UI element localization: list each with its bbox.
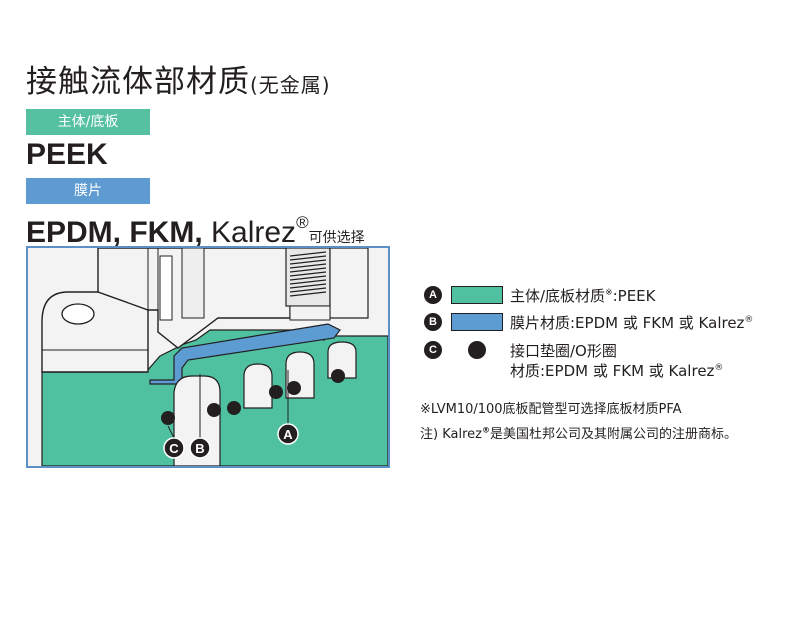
callout-c: C xyxy=(163,437,185,459)
title-paren: (无金属) xyxy=(250,73,331,97)
note-trademark-prefix: 注) Kalrez xyxy=(420,427,482,442)
diaphragm-value-bold: EPDM, FKM, xyxy=(26,216,203,249)
legend-badge-b: B xyxy=(424,313,442,331)
legend-c-line2: 材质:EPDM 或 FKM 或 Kalrez® xyxy=(510,360,723,381)
legend-a-value: :PEEK xyxy=(612,287,656,305)
note-trademark-suffix: 是美国杜邦公司及其附属公司的注册商标。 xyxy=(489,427,737,442)
spring xyxy=(285,248,331,307)
title-main: 接触流体部材质 xyxy=(26,64,250,100)
legend-c-line1: 接口垫圈/O形圈 xyxy=(510,342,617,360)
flow-channels xyxy=(173,341,357,466)
legend-c-label: 材质:EPDM 或 FKM 或 Kalrez xyxy=(510,362,715,380)
valve-cross-section-svg: C B A xyxy=(41,248,388,466)
page-title: 接触流体部材质(无金属) xyxy=(26,56,331,101)
callout-c-label: C xyxy=(169,441,179,456)
body-material-tag: 主体/底板 xyxy=(26,109,150,135)
diaphragm-material-value: EPDM, FKM, Kalrez®可供选择 xyxy=(26,206,365,255)
plunger-guide xyxy=(181,248,205,319)
callout-a: A xyxy=(277,423,299,445)
legend-b-text: 膜片材质:EPDM 或 FKM 或 Kalrez® xyxy=(510,312,753,333)
legend-a-label: 主体/底板材质 xyxy=(510,287,606,305)
housing-bolt-hole xyxy=(61,303,95,325)
callout-a-label: A xyxy=(283,427,293,442)
legend-b-mark: ® xyxy=(744,315,754,325)
callout-b: B xyxy=(189,437,211,459)
seal-rings xyxy=(161,369,345,425)
housing-right xyxy=(329,248,369,319)
legend-b-label: 膜片材质:EPDM 或 FKM 或 Kalrez xyxy=(510,314,745,332)
diaphragm-material-tag: 膜片 xyxy=(26,178,150,204)
note-pfa: ※LVM10/100底板配管型可选择底板材质PFA xyxy=(420,402,682,417)
leader-lines xyxy=(167,370,289,439)
legend-seal-dot xyxy=(468,341,486,359)
legend-swatch-body xyxy=(451,286,503,304)
spring-seat xyxy=(289,305,331,321)
note-trademark: 注) Kalrez®是美国杜邦公司及其附属公司的注册商标。 xyxy=(420,423,737,442)
plunger-stem xyxy=(159,255,173,321)
legend-badge-a: A xyxy=(424,286,442,304)
legend-swatch-diaphragm xyxy=(451,313,503,331)
legend-badge-c: C xyxy=(424,341,442,359)
body-material-value: PEEK xyxy=(26,138,108,171)
note-trademark-mark: ® xyxy=(481,425,490,435)
legend-c-mark: ® xyxy=(714,363,724,373)
legend-a-mark: ※ xyxy=(605,288,613,298)
diaphragm-value-kalrez: Kalrez xyxy=(211,216,297,249)
diaphragm-optional-note: 可供选择 xyxy=(308,230,365,246)
valve-cross-section-diagram: C B A xyxy=(26,246,390,468)
legend-a-text: 主体/底板材质※:PEEK xyxy=(510,285,656,306)
callout-b-label: B xyxy=(195,441,204,456)
registered-mark: ® xyxy=(296,213,309,232)
